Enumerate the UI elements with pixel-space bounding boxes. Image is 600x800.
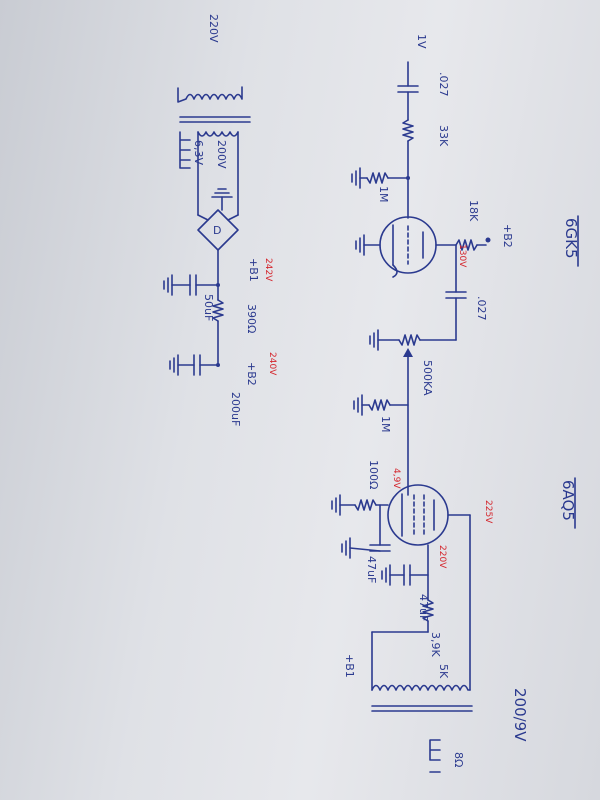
ot-primary-label: 5K [437,664,450,679]
ground-grid1 [351,167,368,189]
ground-pot [369,329,379,351]
heater-winding [179,131,191,169]
mains-voltage-label: 220V [207,14,220,43]
resistor-18k-label: 18K [467,200,480,222]
ground-filter-cap1 [163,274,191,296]
resistor-33k [402,119,414,142]
coupling-cap-label: .027 [475,296,488,321]
voltage-b2: 240V [267,352,277,376]
resistor-1m-grid2 [368,399,391,411]
voltage-plate1: 130V [457,244,467,268]
voltage-screen2: 220V [437,545,447,569]
input-level-label: 1V [415,34,428,49]
filter-cap1-label: 50uF [202,294,215,321]
ground-grid2 [353,394,370,416]
b1-label-supply: +B1 [247,258,260,282]
input-cap-label: .027 [437,72,450,97]
resistor-33k-label: 33K [437,125,450,147]
ot-secondary-label: 8Ω [452,752,465,767]
b1-label-output: +B1 [343,654,356,678]
tube-6aq5 [387,484,449,546]
voltage-plate2: 225V [483,500,493,524]
power-transformer-primary [177,86,243,103]
output-transformer-primary [371,684,471,691]
resistor-1m-grid1 [366,172,389,184]
title-preamp-tube: 6GK5 [562,218,580,259]
resistor-1m-grid2-label: 1M [379,416,392,433]
wire-cathode-cap-ground [349,547,381,552]
diode-label: D [213,224,221,237]
resistor-100-ohm-label: 100Ω [367,460,380,489]
screen-cap-label: 47uF [417,594,430,621]
resistor-18k [455,239,478,251]
resistor-3k9-label: 3,9K [429,632,442,657]
b2-label-preamp: +B2 [501,224,514,248]
resistor-1m-grid1-label: 1M [377,186,390,203]
resistor-3k9 [422,599,434,622]
filter-cap2-label: 200uF [229,392,242,426]
ground-filter-cap2 [169,354,195,376]
potentiometer-500k [398,334,421,346]
tube-6gk5 [379,216,437,278]
resistor-100-ohm [354,499,377,511]
voltage-cathode2: 4,9V [391,468,401,489]
ot-ratio-label: 200/9V [511,688,529,742]
potentiometer-label: 500KA [421,360,434,396]
ground-screen-cap [381,564,405,586]
power-transformer-secondary [197,131,239,137]
ground-cathode-cap [341,537,351,559]
b2-terminal-preamp [485,237,491,243]
b2-label-supply: +B2 [245,362,258,386]
pot-wiper-arrow [403,348,413,357]
ground-cathode2 [331,494,356,516]
resistor-390-ohm-label: 390Ω [245,304,258,333]
cathode-cap-label: 47uF [365,556,378,583]
voltage-b1: 242V [263,258,273,282]
ground-cathode1 [355,234,365,256]
resistor-390-ohm [212,299,224,322]
output-transformer-secondary [429,739,441,773]
title-output-tube: 6AQ5 [559,480,577,521]
ground-rectifier [211,188,233,198]
ht-secondary-label: 200V [215,140,228,169]
